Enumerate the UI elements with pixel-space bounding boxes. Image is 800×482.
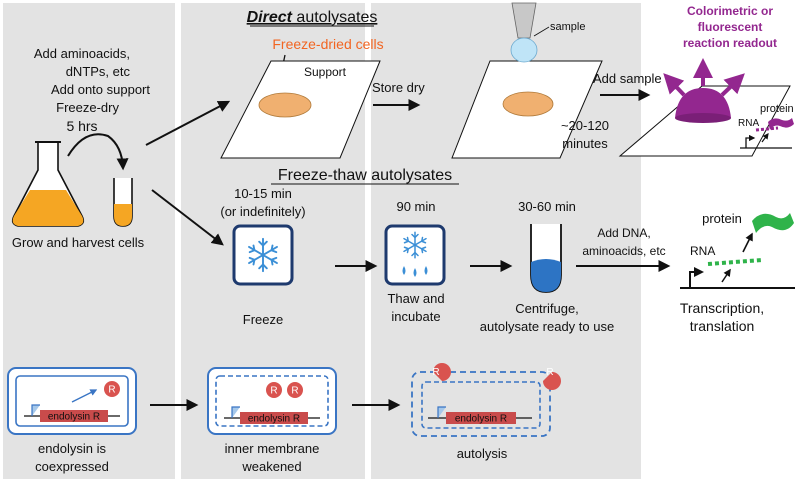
cell-2-inner [215,375,329,427]
grow-harvest-label: Grow and harvest cells [12,235,145,250]
cell-1-r-label: R [108,385,115,396]
cell-2-r-label-b: R [291,386,298,397]
add-dna-label-1: Add DNA, [597,226,650,240]
dropper-icon [510,2,538,63]
direct-heading: Direct autolysates [247,9,378,26]
protein-right-shape [752,213,794,233]
cell-2-caption-2: weakened [241,459,301,474]
cell-2-gene-label: endolysin R [248,414,300,425]
transcription-label-1: Transcription, [680,300,764,316]
add-step-4: Freeze-dry [56,100,119,115]
flask-icon [11,141,85,227]
add-sample-label: Add sample [593,71,662,86]
time-minutes: minutes [562,136,608,151]
centrifuge-label-2: autolysate ready to use [480,319,614,334]
time-freeze-2: (or indefinitely) [220,204,305,219]
arrow-to-freeze [151,189,224,246]
cell-1-r-protein [104,381,120,397]
centrifuge-tube-icon [530,224,562,293]
readout-line-3: reaction readout [683,36,777,50]
time-freeze-1: 10-15 min [234,186,292,201]
add-step-3: Add onto support [51,82,150,97]
cell-3-gene-label: endolysin R [455,414,507,425]
five-hrs-label: 5 hrs [66,118,97,134]
readout-line-1: Colorimetric or [687,4,773,18]
rna-top-label: RNA [738,118,759,129]
protein-top-label: protein [760,103,794,115]
thaw-label-2: incubate [391,309,440,324]
cell-3-caption: autolysis [457,446,508,461]
thaw-label-1: Thaw and [387,291,444,306]
arrow-top-transcribe [761,133,769,143]
rna-top-strand [755,126,779,132]
arrow-flask-to-support [145,100,231,146]
cell-3-r-label-b: R [546,367,553,378]
cell-1-gene [40,410,108,422]
readout-ray-3 [720,73,745,97]
cell-3-r-label-a: R [432,367,439,378]
transcription-label-2: translation [690,318,755,334]
cell-3-promoter [437,406,446,418]
cell-3-outer [411,371,551,437]
freeze-label: Freeze [243,312,283,327]
readout-ray-1 [663,73,686,97]
readout-dome-base [675,113,731,123]
time-30-60-label: 30-60 min [518,199,576,214]
cell-3-gene [446,412,516,424]
cell-1-promoter [31,404,40,416]
pellet-2 [502,91,554,117]
cell-2-promoter [231,406,240,418]
arrow-gene-to-rna [721,268,731,283]
add-step-1: Add aminoacids, [34,46,130,61]
cell-1-caption-1: endolysin is [38,441,106,456]
rna-right-label: RNA [690,244,715,258]
cell-2-caption-1: inner membrane [225,441,320,456]
add-step-2: dNTPs, etc [66,64,131,79]
cell-1-outer [7,367,137,435]
tube-icon [113,178,133,227]
sample-label: sample [550,21,585,33]
protein-right-label: protein [702,211,742,226]
cell-3-r-protein-b [543,372,561,390]
protein-top-shape [768,118,794,130]
promoter-icon [689,267,704,288]
cell-3-r-protein-a [433,363,451,381]
readout-line-2: fluorescent [698,20,763,34]
add-dna-label-2: aminoacids, etc [582,244,665,258]
cell-2-r-label-a: R [270,386,277,397]
cell-2-r-protein-a [266,382,282,398]
arrow-rna-to-protein [742,232,753,253]
cell-1-gene-label: endolysin R [48,412,100,423]
cell-1-expression-arrow [71,389,98,403]
freeze-dried-pellet [258,92,312,118]
rna-right-strand [707,258,763,266]
time-90-label: 90 min [396,199,435,214]
readout-dome [675,88,731,118]
support-label: Support [304,65,347,79]
centrifuge-label-1: Centrifuge, [515,301,579,316]
cell-1-caption-2: coexpressed [35,459,109,474]
cell-2-gene [240,412,308,424]
sample-pointer [533,26,550,37]
cell-2-r-protein-b [287,382,303,398]
time-20-120: ~20-120 [561,118,609,133]
water-drops [402,266,428,277]
cell-1-inner [15,375,129,427]
flask-to-tube-arrow [67,133,129,171]
freeze-thaw-heading: Freeze-thaw autolysates [278,167,452,184]
freeze-dried-cells-label: Freeze-dried cells [272,36,383,52]
promoter-icon-top [745,134,756,148]
store-dry-label: Store dry [372,80,425,95]
